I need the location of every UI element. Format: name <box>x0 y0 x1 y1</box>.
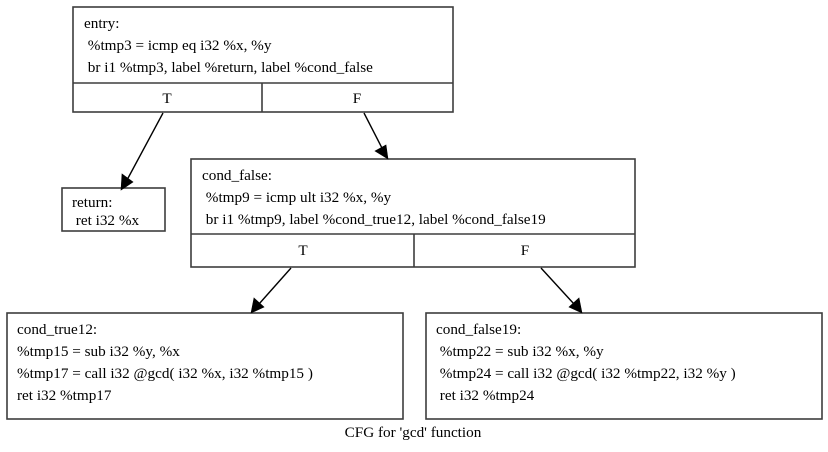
diagram-caption: CFG for 'gcd' function <box>345 424 482 441</box>
node-return-line-0: return: <box>72 194 112 211</box>
node-entry[interactable]: entry: %tmp3 = icmp eq i32 %x, %y br i1 … <box>72 6 454 113</box>
node-cond-false-line-1: %tmp9 = icmp ult i32 %x, %y <box>202 189 392 206</box>
node-entry-line-1: %tmp3 = icmp eq i32 %x, %y <box>84 37 272 54</box>
node-cond-false-box <box>190 158 636 268</box>
node-cond-true12-line-2: %tmp17 = call i32 @gcd( i32 %x, i32 %tmp… <box>17 365 313 382</box>
node-cond-false19-line-2: %tmp24 = call i32 @gcd( i32 %tmp22, i32 … <box>436 365 736 382</box>
node-return-box <box>61 187 166 232</box>
node-cond-false19[interactable]: cond_false19: %tmp22 = sub i32 %x, %y %t… <box>425 312 823 420</box>
node-return[interactable]: return: ret i32 %x <box>61 187 166 232</box>
edge-entry-true-to-return <box>120 112 164 191</box>
edge-cond-false-true-to-cond-true12 <box>250 267 292 314</box>
node-cond-false19-line-3: ret i32 %tmp24 <box>436 387 535 404</box>
node-entry-line-0: entry: <box>84 15 119 32</box>
edge-entry-false-to-cond-false <box>363 112 389 160</box>
node-cond-false19-box <box>425 312 823 420</box>
node-cond-false-port-false[interactable]: F <box>521 242 529 259</box>
edge-entry-false-arrowhead <box>374 144 389 160</box>
node-return-line-1: ret i32 %x <box>72 212 139 229</box>
node-entry-box <box>72 6 454 113</box>
node-cond-true12-line-0: cond_true12: <box>17 321 97 338</box>
node-cond-false19-line-0: cond_false19: <box>436 321 521 338</box>
edge-entry-true-arrowhead <box>120 173 134 191</box>
node-cond-true12-line-1: %tmp15 = sub i32 %y, %x <box>17 343 180 360</box>
edge-cond-false-false-arrowhead <box>568 297 583 314</box>
node-entry-port-false[interactable]: F <box>353 90 361 107</box>
edge-cond-false-true-line <box>258 267 292 305</box>
node-entry-line-2: br i1 %tmp3, label %return, label %cond_… <box>84 59 373 76</box>
node-cond-false19-line-1: %tmp22 = sub i32 %x, %y <box>436 343 604 360</box>
node-cond-true12-box <box>6 312 404 420</box>
edge-cond-false-false-to-cond-false19 <box>540 267 583 314</box>
node-entry-port-true[interactable]: T <box>162 90 172 107</box>
node-cond-true12[interactable]: cond_true12: %tmp15 = sub i32 %y, %x %tm… <box>6 312 404 420</box>
edge-entry-false-line <box>363 112 384 151</box>
node-cond-false-port-true[interactable]: T <box>298 242 308 259</box>
edge-cond-false-false-line <box>540 267 575 305</box>
node-cond-false-line-0: cond_false: <box>202 167 272 184</box>
edge-cond-false-true-arrowhead <box>250 297 265 314</box>
node-cond-false-line-2: br i1 %tmp9, label %cond_true12, label %… <box>202 211 546 228</box>
edge-entry-true-line <box>126 112 164 181</box>
node-cond-false[interactable]: cond_false: %tmp9 = icmp ult i32 %x, %y … <box>190 158 636 268</box>
node-cond-true12-line-3: ret i32 %tmp17 <box>17 387 112 404</box>
